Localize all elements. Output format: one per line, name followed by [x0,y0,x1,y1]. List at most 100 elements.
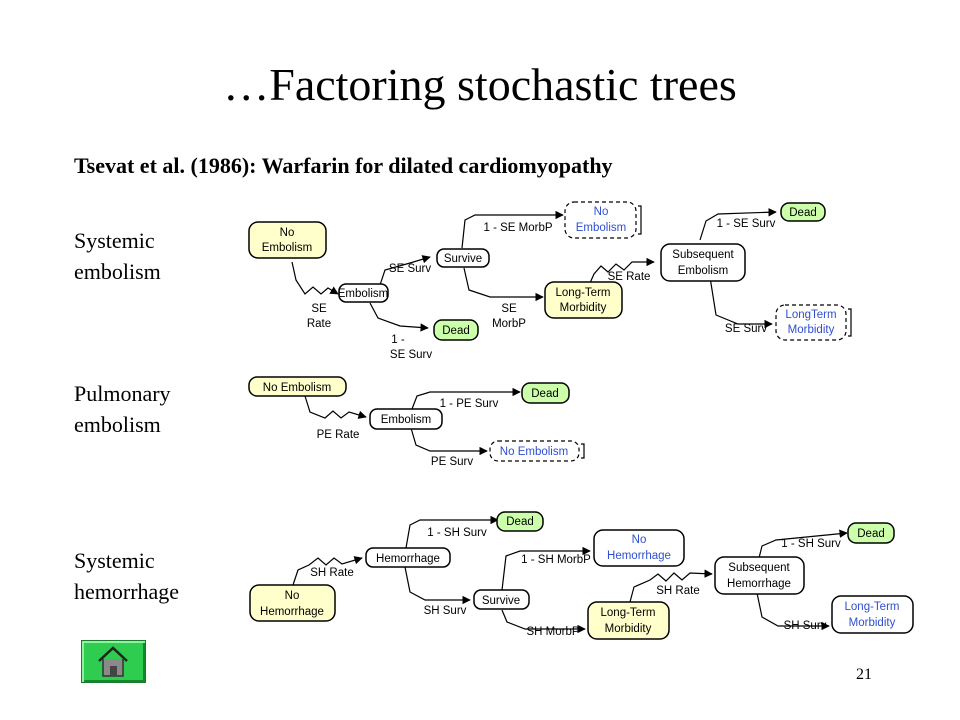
edge-one-minus-sh-morbp [501,546,591,591]
node-label-embolism: Embolism [381,414,431,426]
edge-sh-surv-2 [756,592,830,631]
node-label-hemorrhage: Hemorrhage [376,553,440,565]
node-dead [521,382,570,404]
edge-pe-rate [304,395,367,419]
edge-one-minus-sh-surv-2 [757,529,848,563]
section-label-pulmonary-embolism: Pulmonary embolism [74,378,171,440]
edge-label-se-rate-2: SE Rate [608,271,651,283]
edge-label-one-minus-se-surv: SE Surv [390,349,432,361]
section-label-line: hemorrhage [74,579,180,604]
node-dead-late [780,202,826,222]
node-hemorrhage [365,547,451,568]
edge-label-se-rate: SE [311,303,327,315]
edge-pe-surv [410,427,488,456]
node-label-subsequent-embolism: Subsequent [672,249,734,261]
edge-label-pe-surv: PE Surv [431,456,473,468]
edge-se-rate [291,261,339,295]
edge-label-sh-rate: SH Rate [310,567,353,579]
node-subsequent-hemorrhage [714,556,805,595]
home-button[interactable] [81,640,146,683]
edge-label-one-minus-se-surv: 1 - [391,334,405,346]
node-no-hemorrhage [249,584,336,622]
node-label-longterm-morbidity-end: Morbidity [788,324,835,336]
edge-label-se-rate: Rate [307,318,331,330]
node-label-long-term-morbidity: Morbidity [560,302,607,314]
node-label-dead: Dead [857,528,885,540]
node-label-dead: Dead [789,207,817,219]
edge-sh-morbp [501,609,586,634]
node-survive [473,589,530,610]
node-label-no-hemorrhage: No [285,590,300,602]
tree-pulmonary-embolism [248,376,585,462]
node-label-long-term-morbidity: Morbidity [605,623,652,635]
edge-se-morbp [463,267,544,302]
node-label-long-term-morbidity: Long-Term [556,287,611,299]
edge-one-minus-se-surv-2 [699,208,777,241]
node-longterm-morbidity-end [775,304,847,341]
labels-systemic-embolism: No Embolism Embolism Survive Dead Long-T… [262,206,837,361]
node-label-no-embolism: No [280,227,295,239]
node-subsequent-embolism [660,243,746,282]
edge-label-sh-surv-2: SH Surv [784,620,827,632]
slide-number: 21 [856,666,872,683]
node-label-no-embolism-end: Embolism [576,222,626,234]
edge-se-rate-2 [589,257,655,284]
labels-pulmonary-embolism: No Embolism Embolism Dead No Embolism PE… [263,382,568,468]
node-label-subsequent-hemorrhage: Hemorrhage [727,578,791,590]
edge-se-surv-2 [709,276,773,329]
edge-sh-rate [292,556,363,586]
node-label-no-embolism: Embolism [262,242,312,254]
section-label-line: embolism [74,412,161,437]
section-label-systemic-embolism: Systemic embolism [74,225,161,287]
node-label-subsequent-embolism: Embolism [678,265,728,277]
node-label-dead: Dead [531,388,559,400]
node-long-term-morbidity [544,281,623,319]
node-label-dead: Dead [506,516,534,528]
node-label-survive: Survive [482,595,520,607]
node-label-subsequent-hemorrhage: Subsequent [728,562,790,574]
edge-one-minus-pe-surv [411,387,521,410]
edge-label-pe-rate: PE Rate [317,429,360,441]
page-title: …Factoring stochastic trees [223,59,737,110]
edge-label-one-minus-se-surv-2: 1 - SE Surv [717,218,776,230]
node-embolism [338,283,389,303]
node-no-embolism-end [489,440,580,462]
edge-label-one-minus-sh-morbp: 1 - SH MorbP [521,554,591,566]
node-label-survive: Survive [444,253,482,265]
edge-label-one-minus-sh-surv: 1 - SH Surv [427,527,487,539]
node-no-hemorrhage-end [593,529,685,567]
page-subtitle: Tsevat et al. (1986): Warfarin for dilat… [74,153,613,178]
edge-label-se-morbp: SE [501,303,517,315]
node-label-long-term-morbidity: Long-Term [601,607,656,619]
edge-label-sh-rate-2: SH Rate [656,585,699,597]
node-no-embolism-end [564,201,637,239]
node-label-no-hemorrhage: Hemorrhage [260,606,324,618]
edge-label-se-surv: SE Surv [389,263,431,275]
edge-sh-surv [404,566,471,605]
node-no-embolism [248,221,327,259]
edge-label-sh-surv: SH Surv [424,605,467,617]
edge-sh-rate-2 [629,569,713,603]
section-label-line: embolism [74,259,161,284]
node-survive [436,248,490,268]
edge-label-one-minus-sh-surv-2: 1 - SH Surv [781,538,841,550]
section-label-line: Systemic [74,228,155,253]
tree-systemic-hemorrhage [249,511,914,640]
edge-one-minus-sh-surv [405,515,499,549]
node-long-term-morbidity [587,601,670,640]
node-dead-late [847,522,895,544]
node-embolism [369,408,443,430]
node-label-long-term-morbidity-end: Long-Term [845,601,900,613]
section-label-line: Systemic [74,548,155,573]
edge-se-surv [379,255,431,286]
node-long-term-morbidity-end [831,595,914,634]
node-no-embolism [248,376,347,397]
edge-label-sh-morbp: SH MorbP [526,626,579,638]
node-label-dead: Dead [442,325,470,337]
tree-systemic-embolism [248,201,852,341]
node-dead-early [433,319,479,341]
node-label-no-hemorrhage-end: No [632,534,647,546]
node-label-no-embolism-end: No [594,206,609,218]
node-label-no-embolism: No Embolism [263,382,331,394]
